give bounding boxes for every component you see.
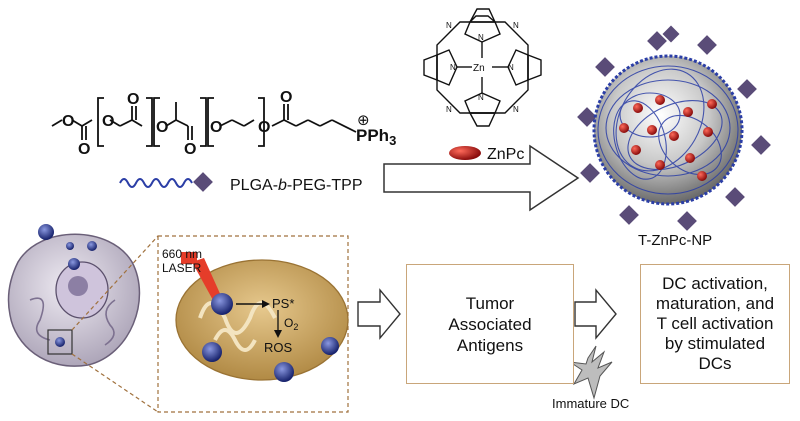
atom-n: N	[508, 63, 514, 72]
zn-atom: Zn	[473, 63, 485, 74]
antigens-box: Tumor Associated Antigens	[406, 264, 574, 384]
dc-line-3: T cell activation	[656, 314, 774, 333]
structure-atoms: O O O O O O O O O	[62, 89, 292, 158]
nitrogen-atoms: N N N N N N N N	[446, 21, 519, 114]
atom-o: O	[127, 91, 139, 108]
laser-wavelength: 660 nm	[162, 247, 202, 261]
atom-n: N	[478, 93, 484, 102]
laser-beam	[192, 258, 222, 302]
atom-n: N	[513, 21, 519, 30]
immature-dc-label: Immature DC	[552, 396, 630, 411]
atom-o: O	[184, 141, 196, 158]
dc-activation-box: DC activation, maturation, and T cell ac…	[640, 264, 790, 384]
znpc-pill-icon	[449, 146, 481, 160]
pph3-label: PPh3	[356, 126, 396, 148]
atom-n: N	[446, 21, 452, 30]
atom-n: N	[450, 63, 456, 72]
tpp-diamond-icon	[193, 172, 213, 192]
ps-star-label: PS*	[272, 296, 294, 311]
atom-o: O	[102, 113, 114, 130]
ros-label: ROS	[264, 340, 293, 355]
dc-line-5: DCs	[698, 354, 732, 373]
atom-o: O	[210, 119, 222, 136]
znpc-structure	[423, 8, 542, 127]
arrow-to-dc	[574, 288, 617, 340]
antigens-line-3: Antigens	[456, 335, 524, 355]
laser-word: LASER	[162, 261, 202, 275]
znpc-payload	[619, 95, 717, 181]
dc-line-1: DC activation,	[662, 274, 768, 293]
atom-n: N	[446, 105, 452, 114]
zoom-line	[71, 353, 159, 413]
antigens-line-1: Tumor	[465, 293, 515, 313]
atom-o: O	[78, 141, 90, 158]
atom-o: O	[62, 113, 74, 130]
immature-dc-icon	[569, 345, 613, 400]
mini-nanoparticle	[87, 241, 97, 251]
atom-n: N	[513, 105, 519, 114]
mini-nanoparticle	[68, 258, 80, 270]
inset-nanoparticles	[202, 293, 339, 382]
zoom-line	[71, 235, 159, 331]
arrow-to-antigens	[357, 288, 401, 340]
phosphonium-charge: ⊕	[357, 112, 370, 129]
atom-o: O	[280, 89, 292, 106]
mini-nanoparticle	[38, 224, 54, 240]
tumor-cell	[7, 224, 141, 367]
nanoparticle-label: T-ZnPc-NP	[638, 232, 713, 249]
laser-emitter	[181, 252, 197, 264]
t-znpc-nanoparticle	[577, 25, 771, 231]
atom-o: O	[258, 119, 270, 136]
mini-nanoparticle	[66, 242, 74, 250]
atom-n: N	[478, 33, 484, 42]
zoom-region	[47, 329, 73, 355]
o2-label: O2	[284, 316, 298, 332]
atom-o: O	[156, 119, 168, 136]
polymer-label: PLGA-b-PEG-TPP	[230, 177, 362, 194]
arrow-to-nanoparticle	[383, 144, 580, 212]
dc-line-2: maturation, and	[655, 294, 775, 313]
polymer-chain-icon	[119, 178, 193, 188]
dc-line-4: by stimulated	[664, 334, 766, 353]
znpc-label: ZnPc	[487, 146, 524, 163]
plga-peg-tpp-structure	[51, 97, 357, 147]
antigens-line-2: Associated	[448, 314, 532, 334]
